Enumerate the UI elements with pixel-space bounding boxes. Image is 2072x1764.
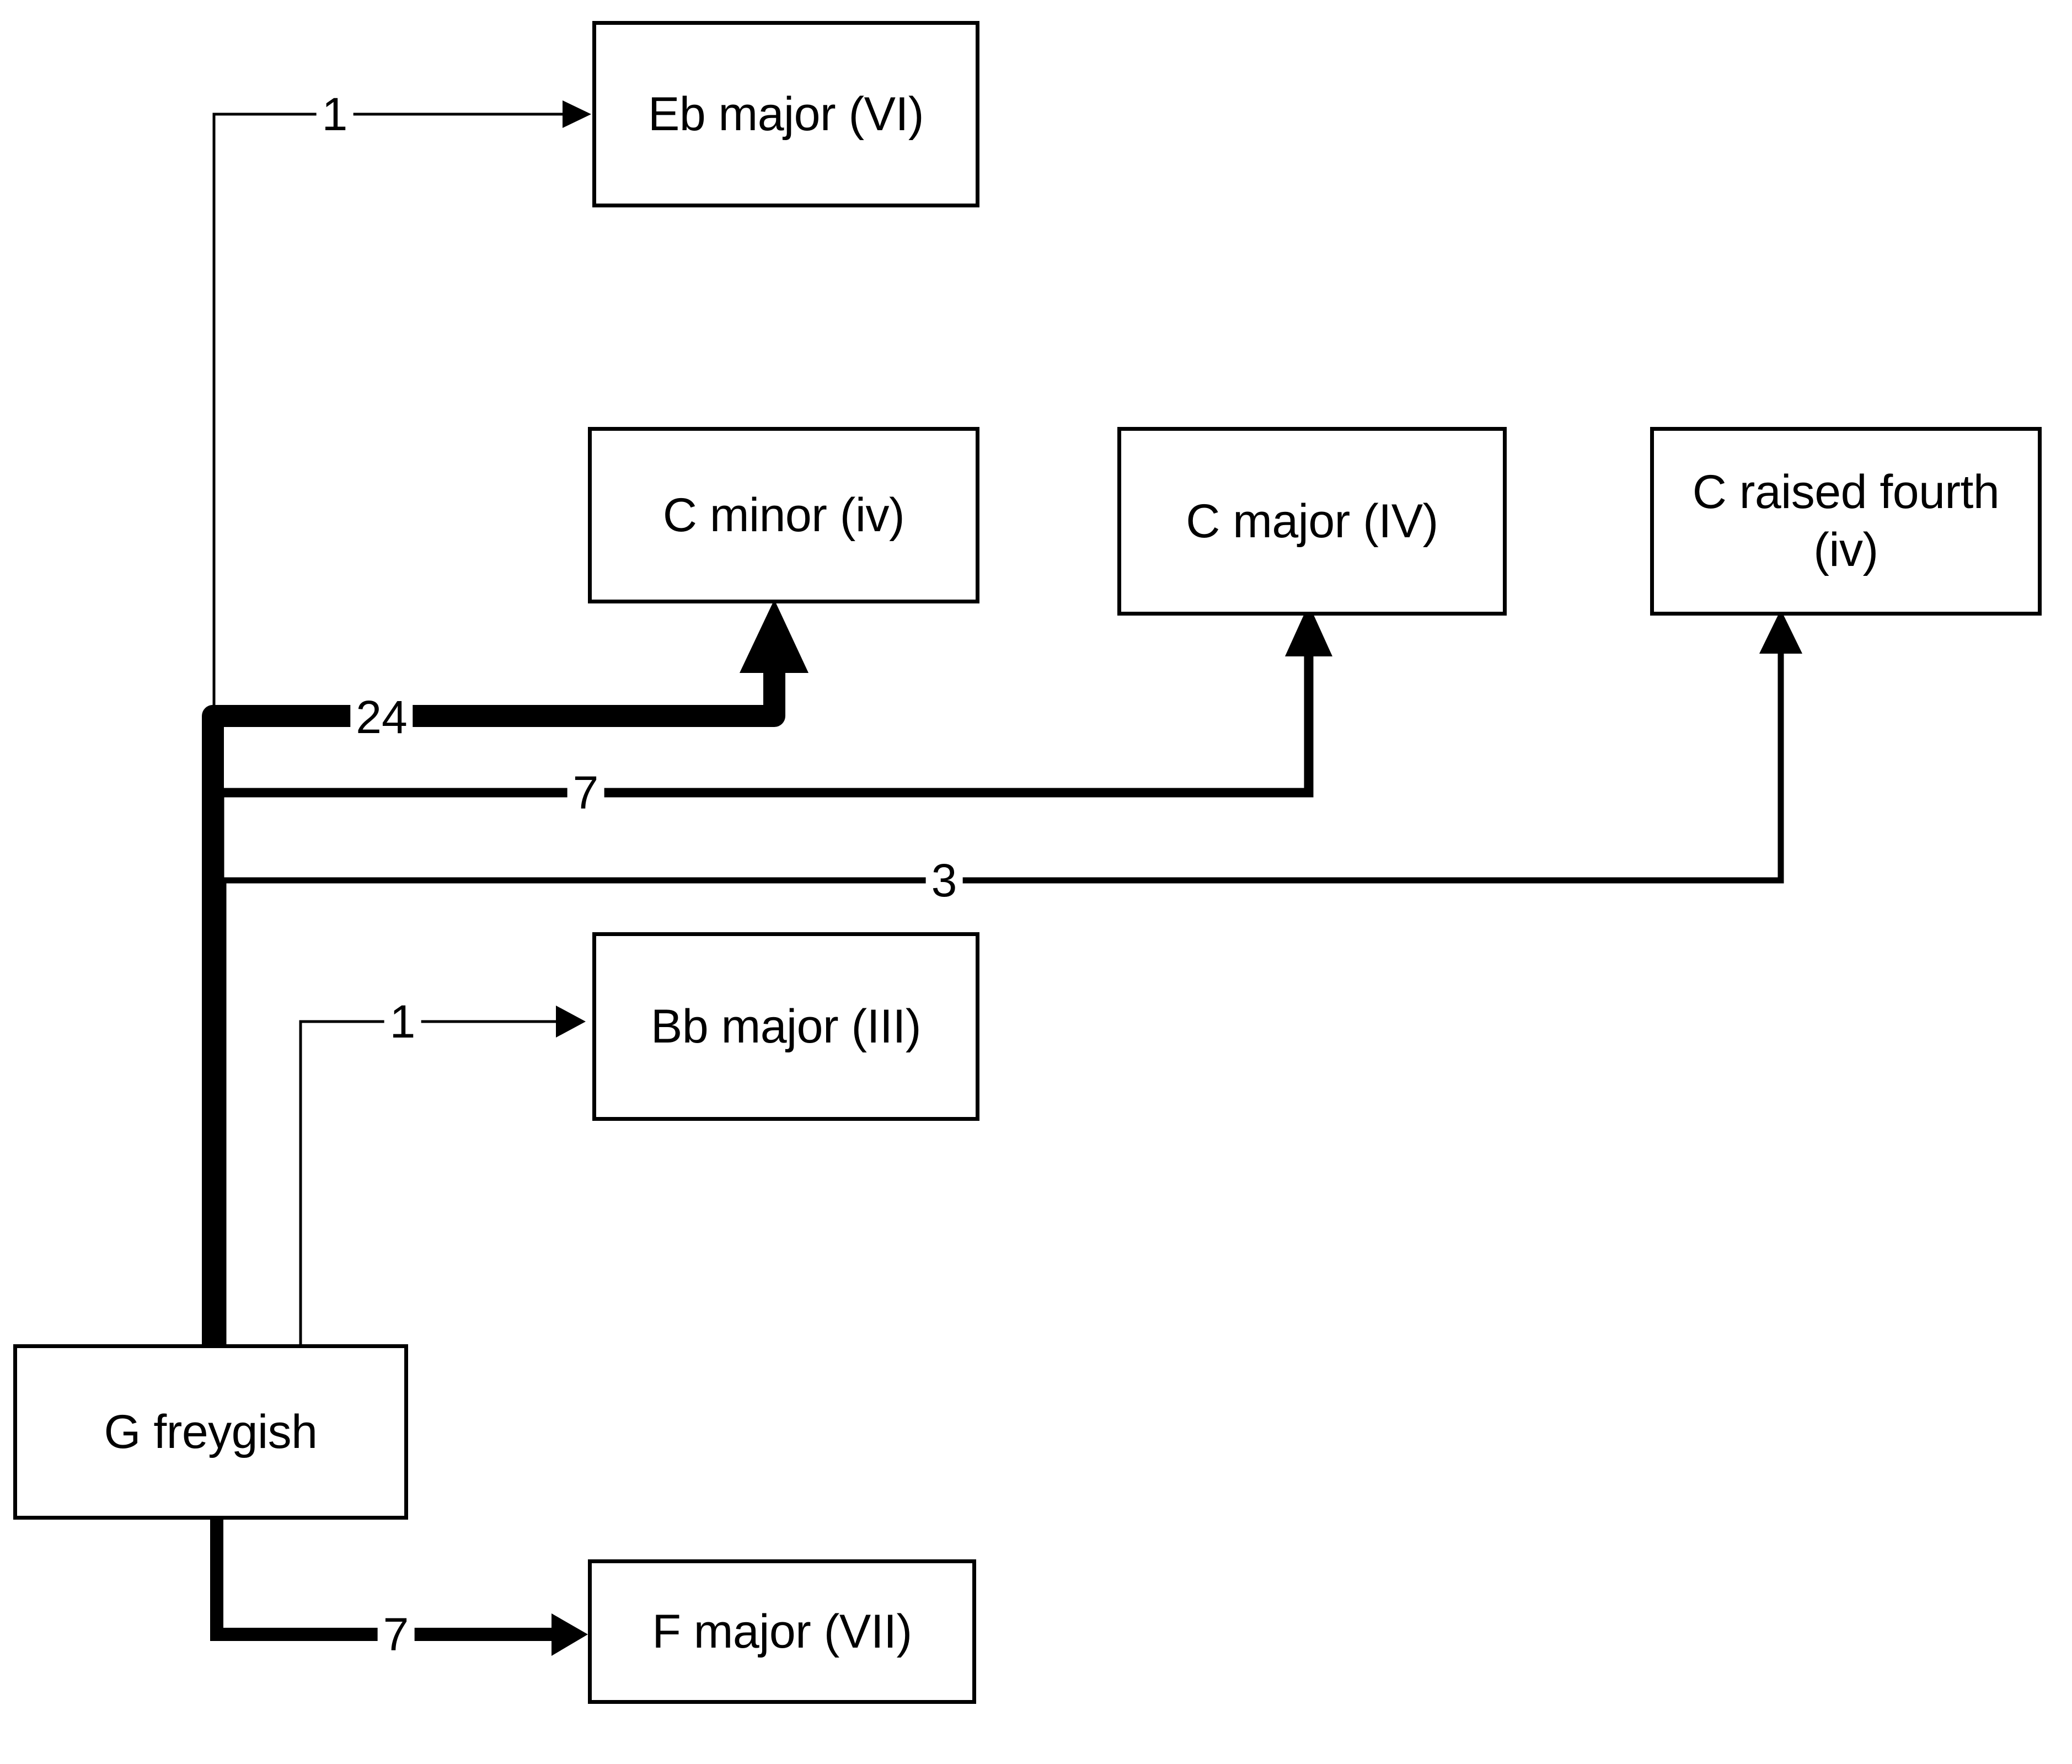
node-f-major-label: F major (VII): [652, 1605, 912, 1658]
edge-label-eb-major: 1: [316, 89, 354, 140]
node-bb-major-label: Bb major (III): [651, 999, 921, 1053]
edge-g-freygish-to-c-minor: [202, 600, 809, 1344]
node-bb-major[interactable]: Bb major (III): [592, 932, 979, 1121]
edge-g-freygish-to-bb-major: [299, 1006, 586, 1344]
node-g-freygish[interactable]: G freygish: [13, 1344, 408, 1520]
node-c-minor-label: C minor (iv): [662, 488, 905, 542]
node-c-raised-fourth[interactable]: C raised fourth (iv): [1650, 427, 2042, 616]
edge-g-freygish-to-f-major: [210, 1518, 588, 1656]
node-c-major[interactable]: C major (IV): [1117, 427, 1507, 616]
node-c-raised-fourth-label: C raised fourth (iv): [1692, 466, 2000, 576]
edge-label-bb-major: 1: [384, 996, 421, 1047]
node-eb-major-label: Eb major (VI): [647, 87, 924, 141]
node-c-minor[interactable]: C minor (iv): [588, 427, 979, 603]
edge-label-c-major: 7: [567, 767, 604, 818]
node-g-freygish-label: G freygish: [104, 1405, 318, 1458]
edge-label-f-major: 7: [377, 1609, 415, 1660]
edge-label-c-minor: 24: [350, 692, 413, 742]
edge-label-c-raised-fourth: 3: [925, 855, 963, 906]
node-f-major[interactable]: F major (VII): [588, 1559, 976, 1704]
node-c-major-label: C major (IV): [1186, 494, 1438, 548]
node-eb-major[interactable]: Eb major (VI): [592, 21, 979, 207]
